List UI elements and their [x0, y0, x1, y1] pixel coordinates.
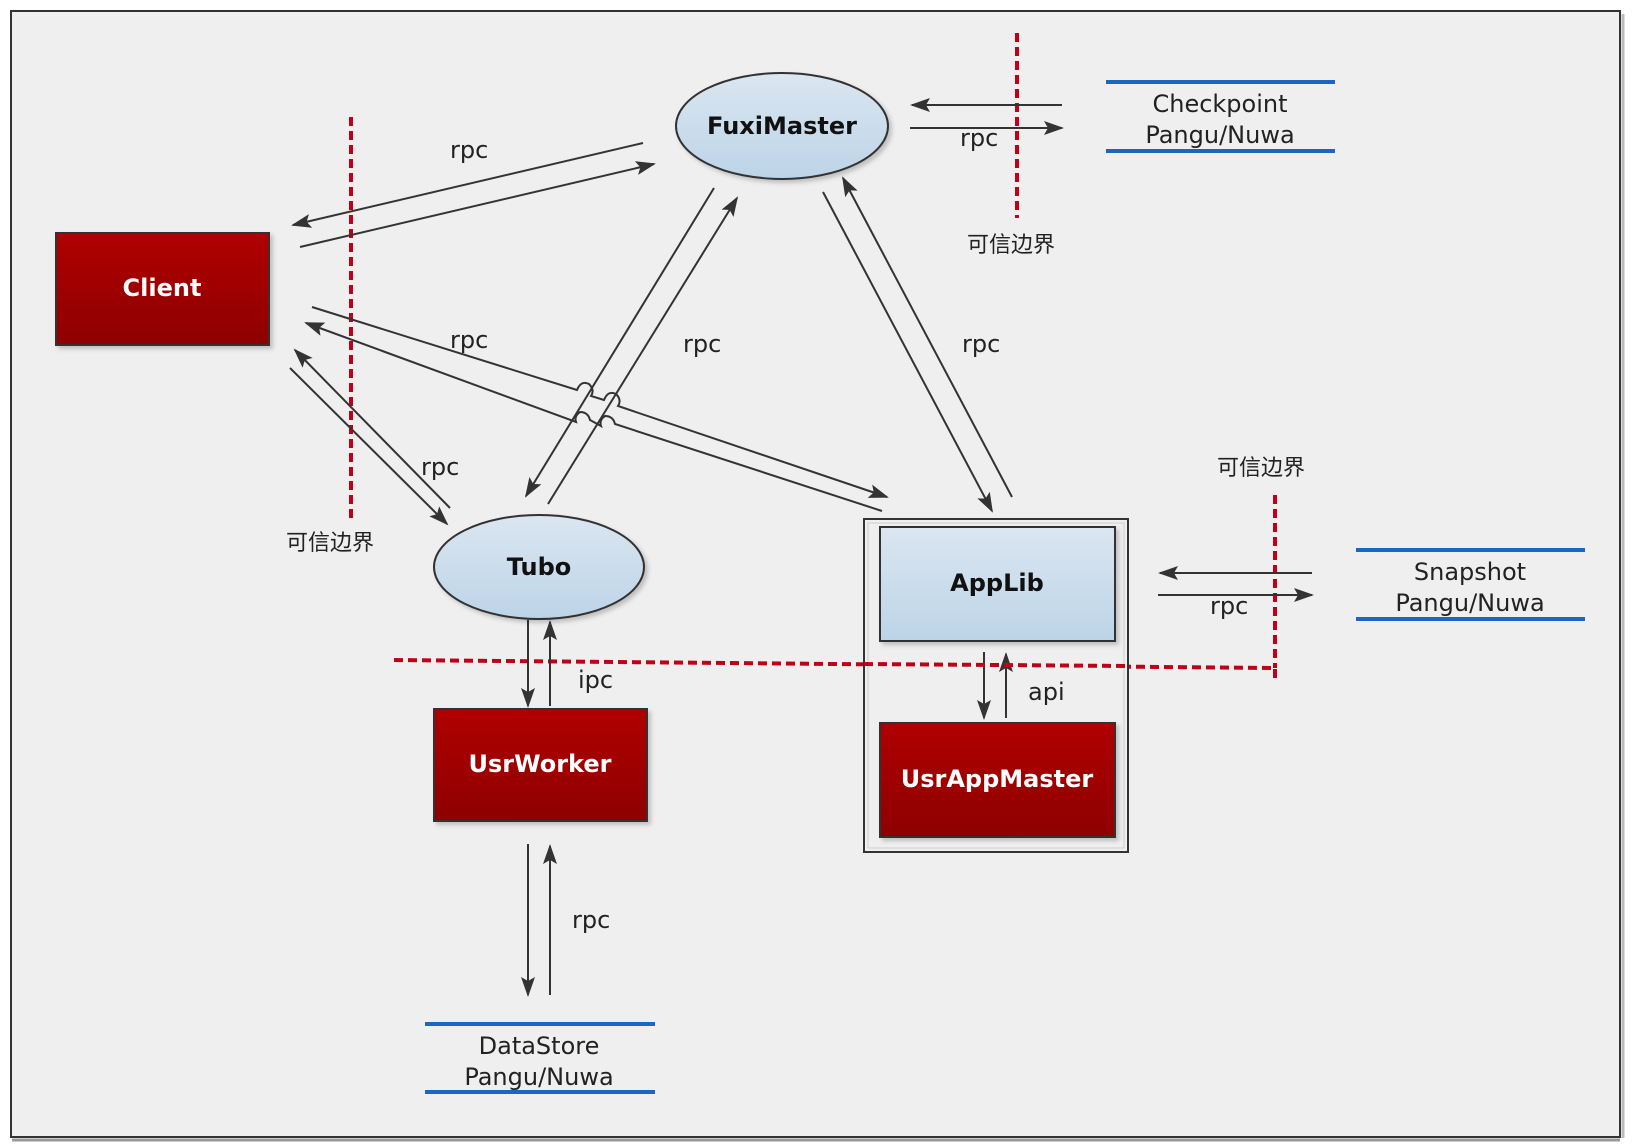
arrow-applib-to-client [304, 322, 883, 512]
arrow-tubo-to-client [293, 348, 451, 509]
usrworker-label: UsrWorker [469, 750, 612, 778]
edge-label-client-fuximaster: rpc [450, 136, 488, 164]
node-client[interactable]: Client [55, 232, 270, 346]
arrow-applib-to-fuximaster [842, 176, 1013, 498]
usrworker-shape [433, 708, 648, 822]
edge-label-tubo-usrworker: ipc [578, 666, 613, 694]
usrappmaster-shape [879, 722, 1116, 838]
edge-label-client-applib: rpc [450, 326, 488, 354]
arrow-fuximaster-to-tubo [524, 187, 715, 498]
applib-shape [879, 526, 1116, 642]
arrow-client-to-tubo [289, 367, 449, 526]
arrow-client-to-fuximaster [299, 161, 656, 248]
checkpoint-line1: Checkpoint [1152, 90, 1287, 118]
client-shape [55, 232, 270, 346]
boundary-label-top-right: 可信边界 [967, 233, 1055, 258]
arrow-tubo-to-fuximaster [547, 196, 739, 505]
trust-boundary-horizontal [393, 658, 1277, 680]
edge-label-applib-fuximaster: rpc [962, 330, 1000, 358]
edge-label-usrworker-datastore: rpc [572, 906, 610, 934]
fuximaster-label: FuxiMaster [707, 112, 857, 140]
arrow-fuximaster-to-applib [822, 191, 993, 513]
node-tubo[interactable]: Tubo [433, 514, 645, 620]
fuximaster-shape [675, 72, 889, 180]
store-datastore[interactable]: DataStore Pangu/Nuwa [425, 1022, 655, 1094]
client-label: Client [123, 274, 202, 302]
datastore-line1: DataStore [479, 1032, 600, 1060]
edge-label-applib-usrappmaster: api [1028, 678, 1065, 706]
edge-label-tubo-fuximaster: rpc [683, 330, 721, 358]
boundary-label-right: 可信边界 [1217, 456, 1305, 481]
checkpoint-line2: Pangu/Nuwa [1145, 121, 1294, 149]
tubo-label: Tubo [507, 553, 572, 581]
node-usrworker[interactable]: UsrWorker [433, 708, 648, 822]
usrappmaster-label: UsrAppMaster [901, 765, 1094, 793]
datastore-line2: Pangu/Nuwa [464, 1063, 613, 1091]
node-fuximaster[interactable]: FuxiMaster [675, 72, 889, 180]
edge-label-client-tubo: rpc [421, 453, 459, 481]
tubo-shape [433, 514, 645, 620]
arrow-client-to-applib [311, 306, 889, 498]
boundary-label-left: 可信边界 [286, 531, 374, 556]
store-snapshot[interactable]: Snapshot Pangu/Nuwa [1356, 548, 1585, 621]
edge-label-applib-snapshot: rpc [1210, 592, 1248, 620]
applib-label: AppLib [950, 569, 1044, 597]
diagram-frame [10, 10, 1621, 1138]
applib-container-inner [867, 522, 1125, 849]
snapshot-line1: Snapshot [1414, 558, 1526, 586]
store-checkpoint[interactable]: Checkpoint Pangu/Nuwa [1106, 80, 1335, 153]
arrow-fuximaster-to-client [291, 142, 644, 228]
node-usrappmaster[interactable]: UsrAppMaster [879, 722, 1116, 838]
node-applib[interactable]: AppLib [879, 526, 1116, 642]
edge-label-fuximaster-checkpoint: rpc [960, 124, 998, 152]
trust-boundary-horizontal-overlay [863, 662, 1129, 668]
snapshot-line2: Pangu/Nuwa [1395, 589, 1544, 617]
